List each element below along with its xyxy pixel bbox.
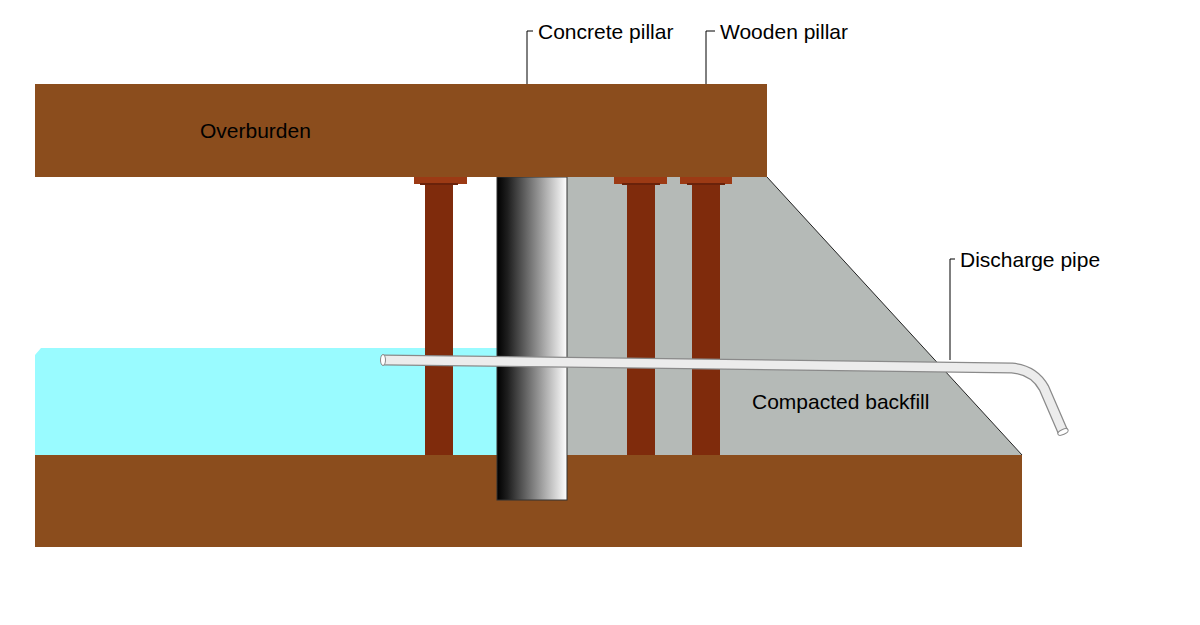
backfill-fill <box>567 177 1022 455</box>
backfill-slope <box>767 177 1022 455</box>
part-label: Wooden pillar <box>720 19 848 44</box>
part-label: Discharge pipe <box>960 247 1100 272</box>
label-holder: Wooden pillar <box>720 19 848 44</box>
backfill-outline <box>567 177 1022 455</box>
wooden-pillar <box>414 177 467 455</box>
concrete-pillar <box>497 177 567 500</box>
region-label: Compacted backfill <box>752 389 929 414</box>
leader-line <box>950 259 955 360</box>
label-holder: Concrete pillar <box>538 19 673 44</box>
label-holder: Discharge pipe <box>960 247 1100 272</box>
overburden-band: Overburden <box>35 84 767 177</box>
backfill-region: Compacted backfill <box>567 177 1022 455</box>
part-label: Concrete pillar <box>538 19 673 44</box>
region-label: Overburden <box>200 118 311 143</box>
